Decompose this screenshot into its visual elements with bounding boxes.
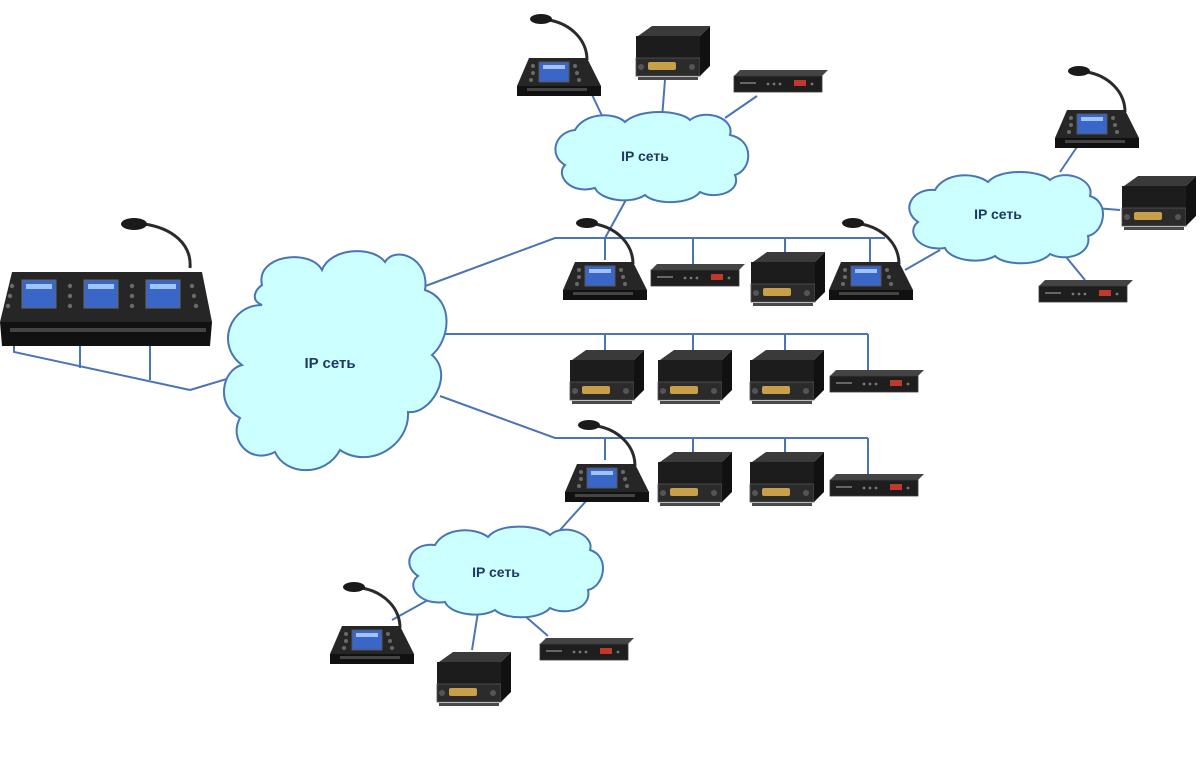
radio-station-icon — [657, 451, 733, 507]
cloud-label-top: IP сеть — [621, 148, 669, 164]
radio-station-icon — [749, 349, 825, 405]
rack-gateway-icon — [829, 369, 925, 393]
ip-network-cloud-top: IP сеть — [554, 111, 750, 204]
ip-network-cloud-icon — [908, 171, 1104, 265]
cloud-label-main: IP сеть — [304, 355, 355, 372]
rack-gateway-icon — [733, 69, 829, 93]
radio-station-icon — [635, 25, 711, 81]
dispatcher-console-icon — [328, 580, 416, 666]
radio-station-icon — [1121, 175, 1197, 231]
radio-station-icon — [749, 451, 825, 507]
rack-gateway-icon — [650, 263, 746, 287]
dispatcher-console-icon — [1053, 64, 1141, 150]
ip-network-cloud-right: IP сеть — [908, 171, 1104, 265]
radio-station-icon — [657, 349, 733, 405]
cloud-label-bottom: IP сеть — [472, 564, 520, 580]
radio-station-icon — [569, 349, 645, 405]
rack-gateway-icon — [1038, 279, 1134, 303]
ip-network-cloud-icon — [554, 111, 750, 204]
radio-station-icon — [436, 651, 512, 707]
ip-network-cloud-main: IP сеть — [223, 250, 448, 472]
ip-network-cloud-icon — [408, 525, 604, 619]
triple-dispatcher-console-icon — [0, 216, 214, 348]
triple-dispatcher-console — [0, 216, 214, 348]
rack-gateway-icon — [539, 637, 635, 661]
radio-station-icon — [750, 251, 826, 307]
cloud-label-right: IP сеть — [974, 206, 1022, 222]
ip-network-cloud-icon — [223, 250, 448, 472]
dispatcher-console-icon — [563, 418, 651, 504]
ip-network-cloud-bottom: IP сеть — [408, 525, 604, 619]
network-links — [13, 79, 1121, 651]
dispatcher-console-icon — [515, 12, 603, 98]
rack-gateway-icon — [829, 473, 925, 497]
